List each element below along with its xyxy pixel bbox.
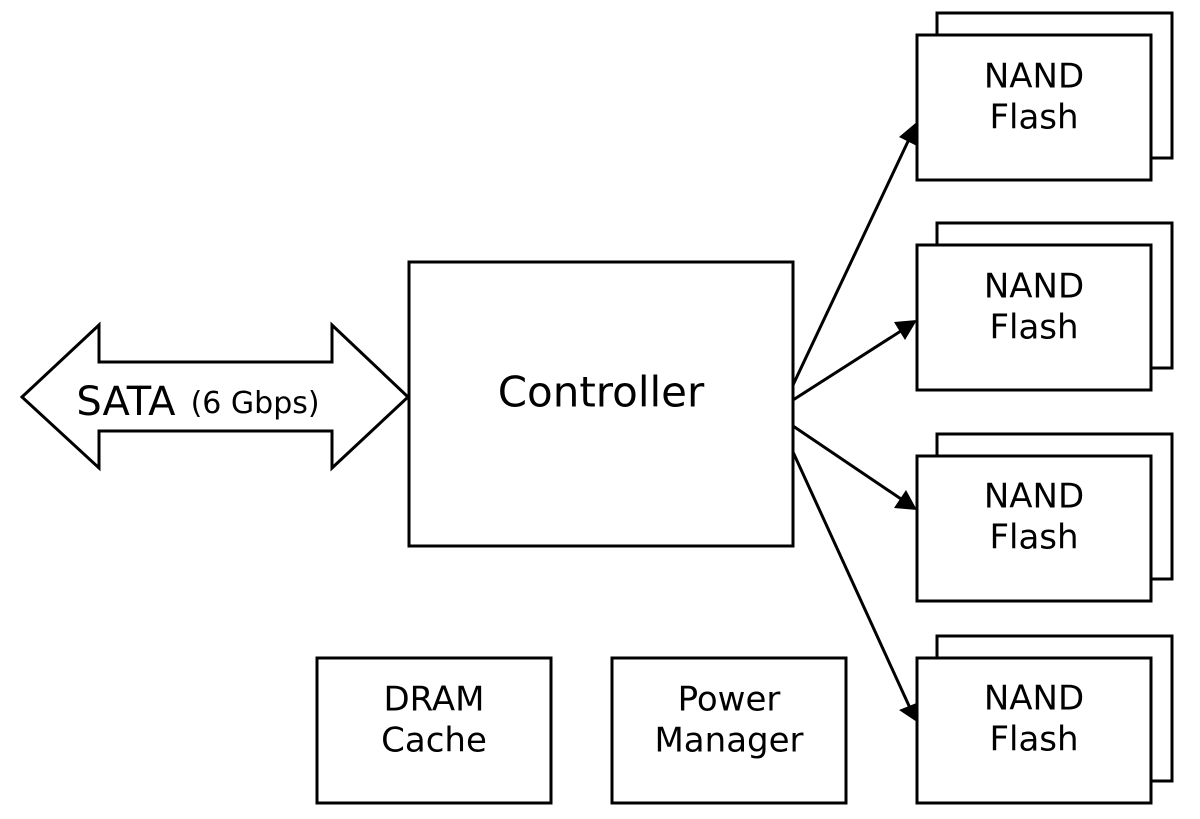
controller-to-nand-arrows xyxy=(791,121,919,722)
nand-flash-3-line2: Flash xyxy=(989,518,1078,558)
dram-cache-line2: Cache xyxy=(381,721,487,761)
nand-flash-2-line1: NAND xyxy=(984,267,1084,307)
sata-interface: SATA (6 Gbps) xyxy=(19,321,411,472)
nand-flash-2-front xyxy=(915,243,1153,392)
arrow-to-nand-1 xyxy=(791,134,913,386)
controller-box xyxy=(407,260,795,548)
nand-flash-3-line1: NAND xyxy=(984,477,1084,517)
sata-label: SATA xyxy=(76,379,176,425)
nand-flash-3: NAND Flash xyxy=(915,432,1174,603)
nand-flash-4-line1: NAND xyxy=(984,679,1084,719)
power-manager-line2: Manager xyxy=(654,721,803,761)
controller-label: Controller xyxy=(498,368,705,417)
arrow-head-nand-2 xyxy=(894,320,917,340)
nand-flash-1-line1: NAND xyxy=(984,57,1084,97)
dram-cache-line1: DRAM xyxy=(383,680,484,720)
arrow-head-nand-3 xyxy=(894,490,917,510)
nand-flash-2-line2: Flash xyxy=(989,308,1078,348)
nand-flash-4: NAND Flash xyxy=(915,634,1174,805)
arrow-to-nand-4 xyxy=(791,451,912,709)
nand-flash-1-front xyxy=(915,33,1153,182)
arrow-to-nand-2 xyxy=(792,327,905,402)
nand-flash-4-line2: Flash xyxy=(989,720,1078,760)
nand-flash-4-front xyxy=(915,656,1153,805)
dram-cache-box xyxy=(315,656,553,805)
sata-speed-label: (6 Gbps) xyxy=(191,386,320,421)
nand-flash-1-line2: Flash xyxy=(989,98,1078,138)
power-manager-line1: Power xyxy=(678,680,781,720)
arrow-head-nand-4 xyxy=(899,702,919,722)
dram-cache-block: DRAM Cache xyxy=(315,656,553,805)
power-manager-box xyxy=(610,656,848,805)
svg-text:SATA (6 Gbps): SATA (6 Gbps) xyxy=(76,379,319,425)
power-manager-block: Power Manager xyxy=(610,656,848,805)
nand-flash-3-front xyxy=(915,454,1153,603)
controller-block: Controller xyxy=(407,260,795,548)
nand-flash-2: NAND Flash xyxy=(915,221,1174,392)
nand-flash-1: NAND Flash xyxy=(915,11,1174,182)
arrow-head-nand-1 xyxy=(899,121,919,147)
arrow-to-nand-3 xyxy=(792,424,905,503)
